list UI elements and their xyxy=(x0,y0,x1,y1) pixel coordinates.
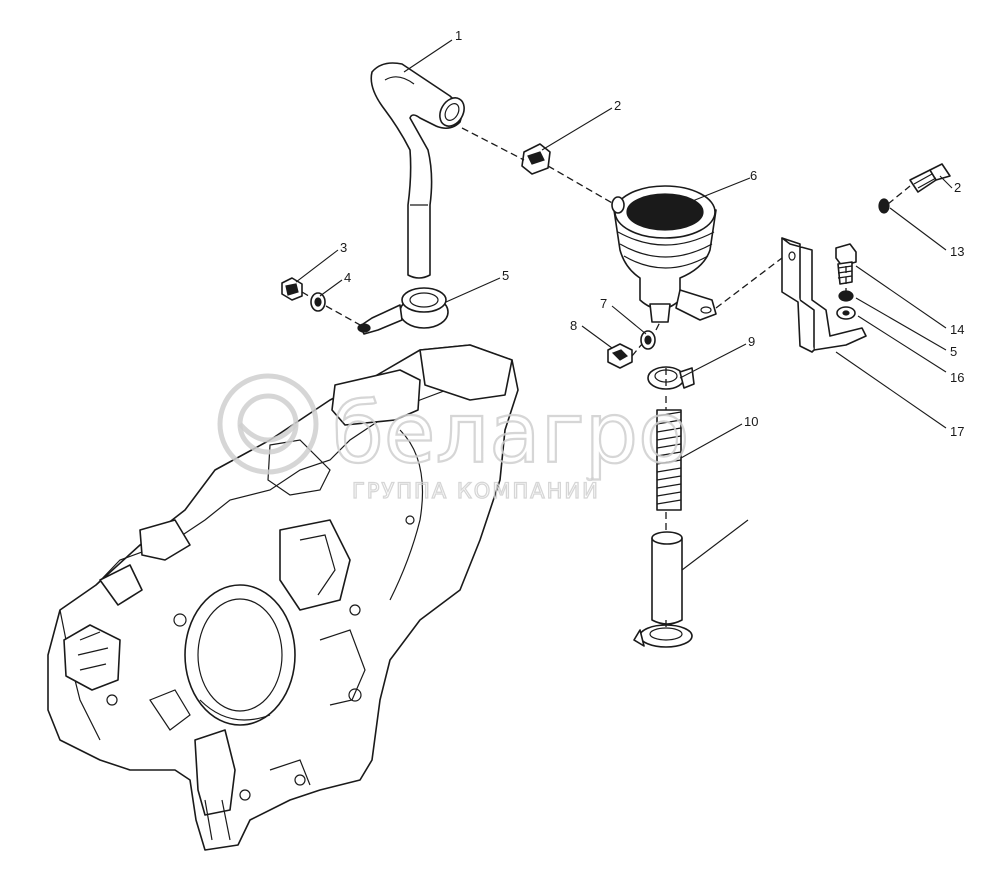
watermark: белагро ГРУППА КОМПАНИЙ xyxy=(217,373,691,504)
nut-and-washer xyxy=(607,330,656,369)
bracket-bolt xyxy=(909,163,951,193)
leader-lines xyxy=(295,39,953,571)
hose-clamp-lower xyxy=(633,624,693,648)
transmission-housing xyxy=(47,344,519,851)
bracket-fasteners xyxy=(835,243,857,320)
tube-clamp xyxy=(357,287,449,335)
hose-clip xyxy=(521,143,551,175)
coil-spring xyxy=(656,409,682,511)
watermark-brand: белагро xyxy=(332,384,690,482)
callout-15: 5 xyxy=(950,344,957,359)
callout-4: 4 xyxy=(344,270,351,285)
callout-12: 2 xyxy=(954,180,961,195)
mounting-bracket xyxy=(781,237,867,353)
callout-6: 6 xyxy=(750,168,757,183)
callout-13: 13 xyxy=(950,244,964,259)
breather-tube xyxy=(370,62,465,279)
callout-9: 9 xyxy=(748,334,755,349)
hose-clamp-upper xyxy=(647,366,695,390)
callout-5: 5 xyxy=(502,268,509,283)
callout-1: 1 xyxy=(455,28,462,43)
breather-filter xyxy=(611,185,717,323)
bolt-and-washer xyxy=(281,277,326,312)
drain-hose xyxy=(651,531,683,625)
watermark-subtitle: ГРУППА КОМПАНИЙ xyxy=(352,478,600,503)
assembly-axes xyxy=(301,127,911,628)
bracket-washer xyxy=(878,198,890,214)
callout-7: 7 xyxy=(600,296,607,311)
callout-2: 2 xyxy=(614,98,621,113)
callouts: 1 2 3 4 5 6 7 8 9 10 2 13 14 5 16 17 xyxy=(340,28,964,439)
watermark-logo-icon xyxy=(217,373,319,475)
callout-10: 10 xyxy=(744,414,758,429)
callout-17: 17 xyxy=(950,424,964,439)
callout-14: 14 xyxy=(950,322,964,337)
callout-16: 16 xyxy=(950,370,964,385)
callout-3: 3 xyxy=(340,240,347,255)
callout-8: 8 xyxy=(570,318,577,333)
